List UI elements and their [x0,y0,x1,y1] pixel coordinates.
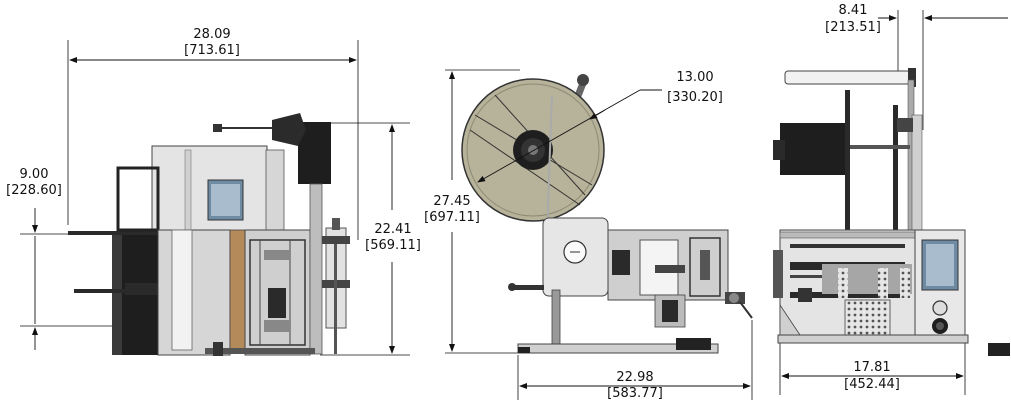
right-roll-body [780,123,850,175]
dim-center-height-mm: [697.11] [424,210,480,225]
dim-left-width-inch: 28.09 [193,27,230,42]
dim-left-offset-mm: [228.60] [6,183,62,198]
dim-center-height-inch: 27.45 [433,194,470,209]
dim-left-offset: 9.00 [228.60] [6,167,62,350]
dim-center-width: 22.98 [583.77] [519,370,751,401]
dim-right-offset: 8.41 [213.51] [825,3,1008,35]
dim-left-offset-inch: 9.00 [20,167,49,182]
dim-roll-diameter: 13.00 [330.20] [477,70,723,183]
right-knob-icon [932,300,948,316]
dim-right-offset-mm: [213.51] [825,20,881,35]
dim-roll-diameter-inch: 13.00 [676,70,713,85]
center-view-machine [445,69,753,400]
dim-left-width-mm: [713.61] [184,43,240,58]
right-view-machine [773,10,1010,395]
right-top-roller [784,70,911,85]
left-top-bar [68,231,228,235]
dim-center-width-inch: 22.98 [616,370,653,385]
dim-center-width-mm: [583.77] [607,386,663,401]
dim-right-width-inch: 17.81 [853,360,890,375]
dim-left-height: 22.41 [569.11] [365,124,421,354]
dim-right-width-mm: [452.44] [844,377,900,392]
dim-left-width: 28.09 [713.61] [69,27,357,63]
dim-center-height: 27.45 [697.11] [424,71,480,352]
dim-left-height-inch: 22.41 [374,222,411,237]
left-view-machine [20,40,410,356]
dim-right-offset-inch: 8.41 [839,3,868,18]
dim-left-height-mm: [569.11] [365,238,421,253]
dim-right-width: 17.81 [452.44] [781,360,964,392]
dim-roll-diameter-mm: [330.20] [667,90,723,105]
